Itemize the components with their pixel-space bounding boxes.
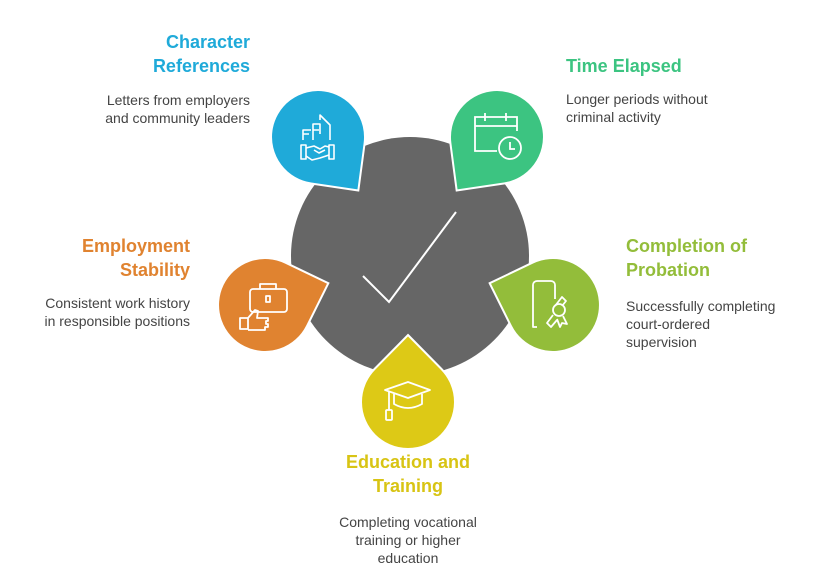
character-desc-line: Letters from employers [106, 92, 250, 108]
education-desc-line: education [377, 550, 439, 566]
character-title-line: References [152, 56, 250, 76]
education-title-line: Education and [345, 452, 470, 472]
briefcase-thumbs-up-icon [239, 283, 288, 331]
time-desc-line: criminal activity [566, 109, 661, 125]
probation-title: Completion of Probation [626, 234, 747, 282]
handshake-buildings-icon [300, 114, 335, 161]
employment-title-line: Stability [119, 260, 190, 280]
employment-desc: Consistent work history in responsible p… [44, 294, 190, 330]
time-title: Time Elapsed [566, 54, 682, 78]
probation-desc: Successfully completing court-ordered su… [626, 297, 775, 351]
certificate-icon [532, 280, 568, 328]
education-desc-line: Completing vocational [339, 514, 477, 530]
employment-desc-line: Consistent work history [45, 295, 190, 311]
character-desc: Letters from employers and community lea… [105, 91, 250, 127]
character-desc-line: and community leaders [105, 110, 250, 126]
probation-desc-line: supervision [626, 334, 697, 350]
probation-desc-line: Successfully completing [626, 298, 776, 314]
probation-desc-line: court-ordered [626, 316, 711, 332]
employment-desc-line: in responsible positions [44, 313, 190, 329]
calendar-clock-icon [474, 113, 522, 160]
probation-title-line: Probation [626, 260, 710, 280]
time-desc: Longer periods without criminal activity [566, 90, 708, 126]
checkmark-icon [362, 211, 457, 304]
education-desc: Completing vocational training or higher… [308, 513, 508, 567]
education-desc-line: training or higher [355, 532, 461, 548]
center-circle [291, 137, 529, 375]
employment-title: Employment Stability [82, 234, 190, 282]
character-title: Character References [153, 30, 250, 78]
education-title: Education and Training [308, 450, 508, 498]
time-desc-line: Longer periods without [566, 91, 708, 107]
graduation-cap-icon [384, 381, 431, 421]
character-title-line: Character [165, 32, 250, 52]
education-title-line: Training [372, 476, 443, 496]
employment-title-line: Employment [81, 236, 190, 256]
time-title-line: Time Elapsed [566, 56, 682, 76]
probation-title-line: Completion of [626, 236, 747, 256]
